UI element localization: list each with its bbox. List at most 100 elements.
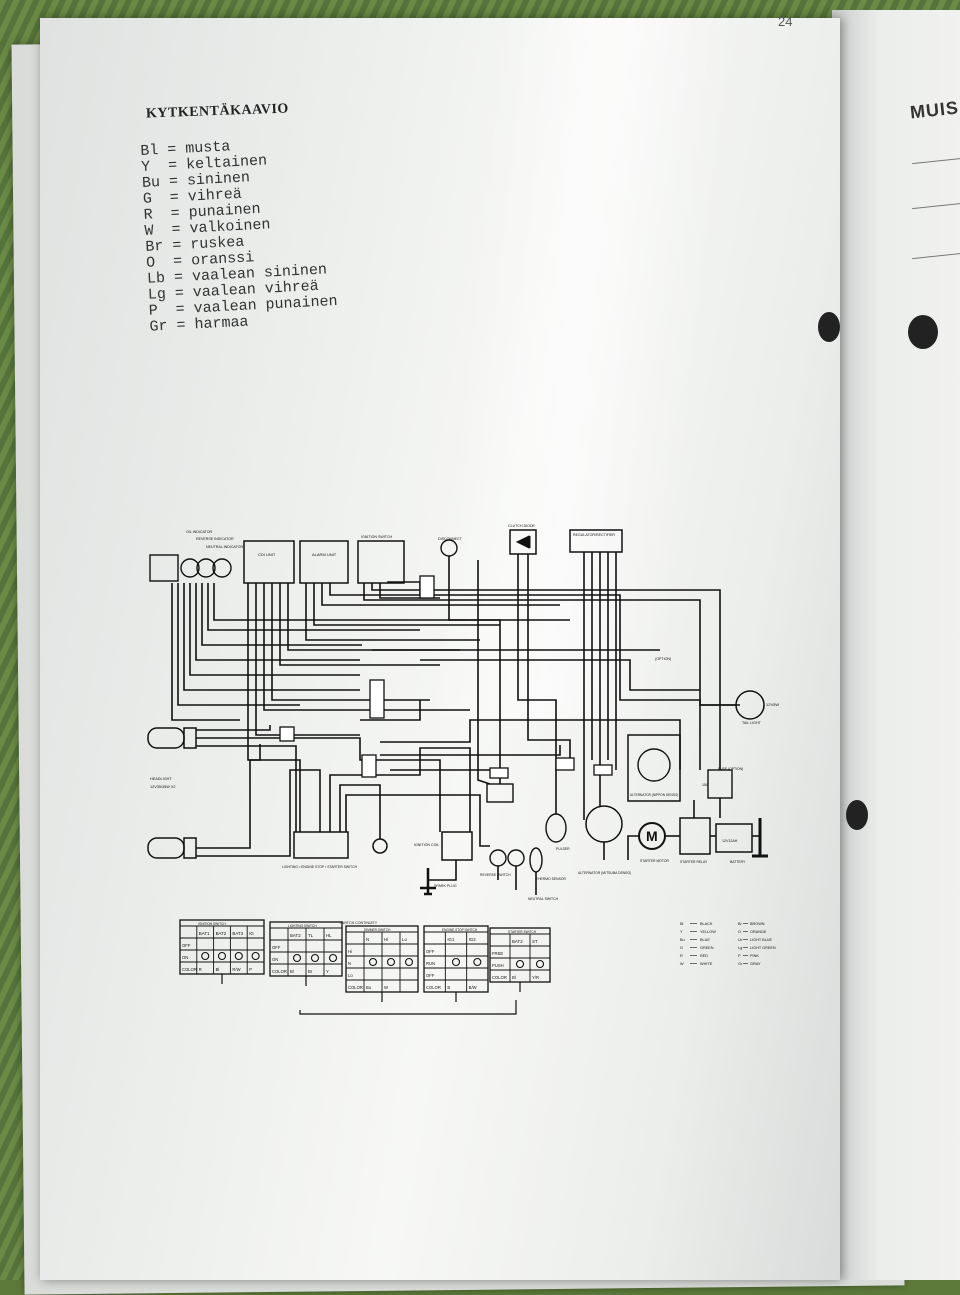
tail-light-label: TAIL LIGHT (742, 721, 762, 725)
wire (380, 745, 561, 756)
color-key-text: P (738, 954, 741, 958)
color-key-text: Bu (680, 938, 685, 942)
headlight-upper-icon (147, 727, 197, 749)
wire (363, 583, 701, 770)
color-key-text: ORANGE (750, 930, 767, 934)
starter-relay-label: STARTER RELAY (680, 860, 708, 864)
switch-table-cell: COLOR (426, 985, 441, 990)
switch-table-header: TL (308, 933, 314, 938)
wire (177, 583, 300, 706)
punch-hole (908, 315, 938, 349)
alarm-unit-box (299, 540, 349, 584)
switch-table-cell: B/W (469, 985, 477, 990)
wire (279, 583, 440, 666)
color-key-text: RED (700, 954, 708, 958)
switch-table-cell: Lo (348, 973, 353, 978)
tail-light-icon (735, 690, 765, 720)
wire (196, 745, 297, 832)
wire (339, 784, 381, 839)
wire (527, 554, 571, 765)
spark-plug-icon (420, 868, 436, 896)
switch-table-cell: Hi (348, 949, 352, 954)
continuity-node (515, 959, 525, 969)
wire (195, 583, 360, 661)
wire (247, 583, 301, 832)
disconnect-icon (440, 539, 458, 557)
battery-box (715, 823, 753, 853)
wire (371, 583, 721, 770)
battery-label: BATTERY (730, 860, 746, 864)
switch-table-cell: Bu (366, 985, 372, 990)
switch-table-name: DIMMER SWITCH (364, 928, 391, 932)
connector (593, 764, 613, 776)
switch-table-cell: FREE (492, 951, 503, 956)
wire (196, 769, 321, 857)
color-key-text: Gr (738, 962, 743, 966)
switch-table-header: ST (532, 939, 538, 944)
pulser-icon (545, 813, 567, 843)
color-key-text: LIGHT BLUE (750, 938, 773, 942)
switch-table-header: Hi (384, 937, 388, 942)
color-key-text: GRAY (750, 962, 761, 966)
lighting-switch-label: LIGHTING • ENGINE STOP • STARTER SWITCH (282, 865, 358, 869)
color-key-text: Bl (680, 922, 684, 926)
switch-table-cell: COLOR (182, 967, 197, 972)
switch-table-cell: Y (326, 969, 329, 974)
alarm-unit-label: ALARM UNIT (312, 552, 337, 557)
color-key-text: W (680, 962, 684, 966)
wire (196, 744, 261, 849)
color-key-text: YELLOW (700, 930, 716, 934)
color-key-text: PINK (750, 954, 759, 958)
wire (477, 560, 491, 785)
switch-table-cell: Br (308, 969, 313, 974)
switch-table-header: Lo (402, 937, 407, 942)
wire (627, 835, 640, 860)
reverse-switch-label: REVERSE SWITCH (480, 873, 511, 877)
wire (448, 556, 501, 784)
continuity-node (201, 951, 210, 961)
connector (279, 726, 295, 742)
alternator-left-icon (585, 805, 623, 843)
switch-table-cell: COLOR (272, 969, 287, 974)
continuity-node (251, 951, 260, 961)
continuity-node (386, 957, 396, 967)
color-key-text: BLACK (700, 922, 713, 926)
continuity-node (310, 953, 320, 963)
wire (189, 583, 360, 676)
wire (196, 737, 441, 832)
connector (555, 757, 575, 771)
motor-letter: M (646, 828, 658, 844)
ground-ring-icon (372, 838, 388, 854)
headlight-lower-icon (147, 837, 197, 859)
starter-motor-label: STARTER MOTOR (640, 859, 670, 863)
wire (321, 583, 560, 606)
components: M (147, 529, 768, 896)
switch-table-cell: B (447, 985, 450, 990)
switch-table-cell: R/W (232, 967, 240, 972)
switch-table-cell: P (249, 967, 252, 972)
alternator-box-label: ALTERNATOR (NIPPON DENSO) (630, 793, 678, 797)
switch-continuity-title: SWITCH CONTINUITY (340, 921, 378, 925)
color-key-text: Y (680, 930, 683, 934)
switch-table-cell: Bl (216, 967, 220, 972)
connector (361, 754, 377, 778)
wire (387, 581, 421, 595)
switch-table-header: BAT2 (512, 939, 523, 944)
fuse-box (707, 769, 733, 799)
wire (201, 583, 362, 646)
alternator-right-icon (637, 748, 671, 782)
regulator-box (569, 529, 623, 553)
color-key-text: BROWN (750, 922, 765, 926)
battery-ground-icon (752, 818, 768, 858)
switch-table-name: STARTER SWITCH (508, 930, 537, 934)
switch-table-header: IG2 (469, 937, 477, 942)
thermo-sensor-icon (529, 847, 543, 873)
wire (313, 583, 500, 626)
wire (517, 554, 557, 814)
switch-table-cell: OFF (272, 945, 281, 950)
disconnect-label: DISCONNECT (438, 537, 463, 541)
switch-table-cell: Bl (512, 975, 516, 980)
